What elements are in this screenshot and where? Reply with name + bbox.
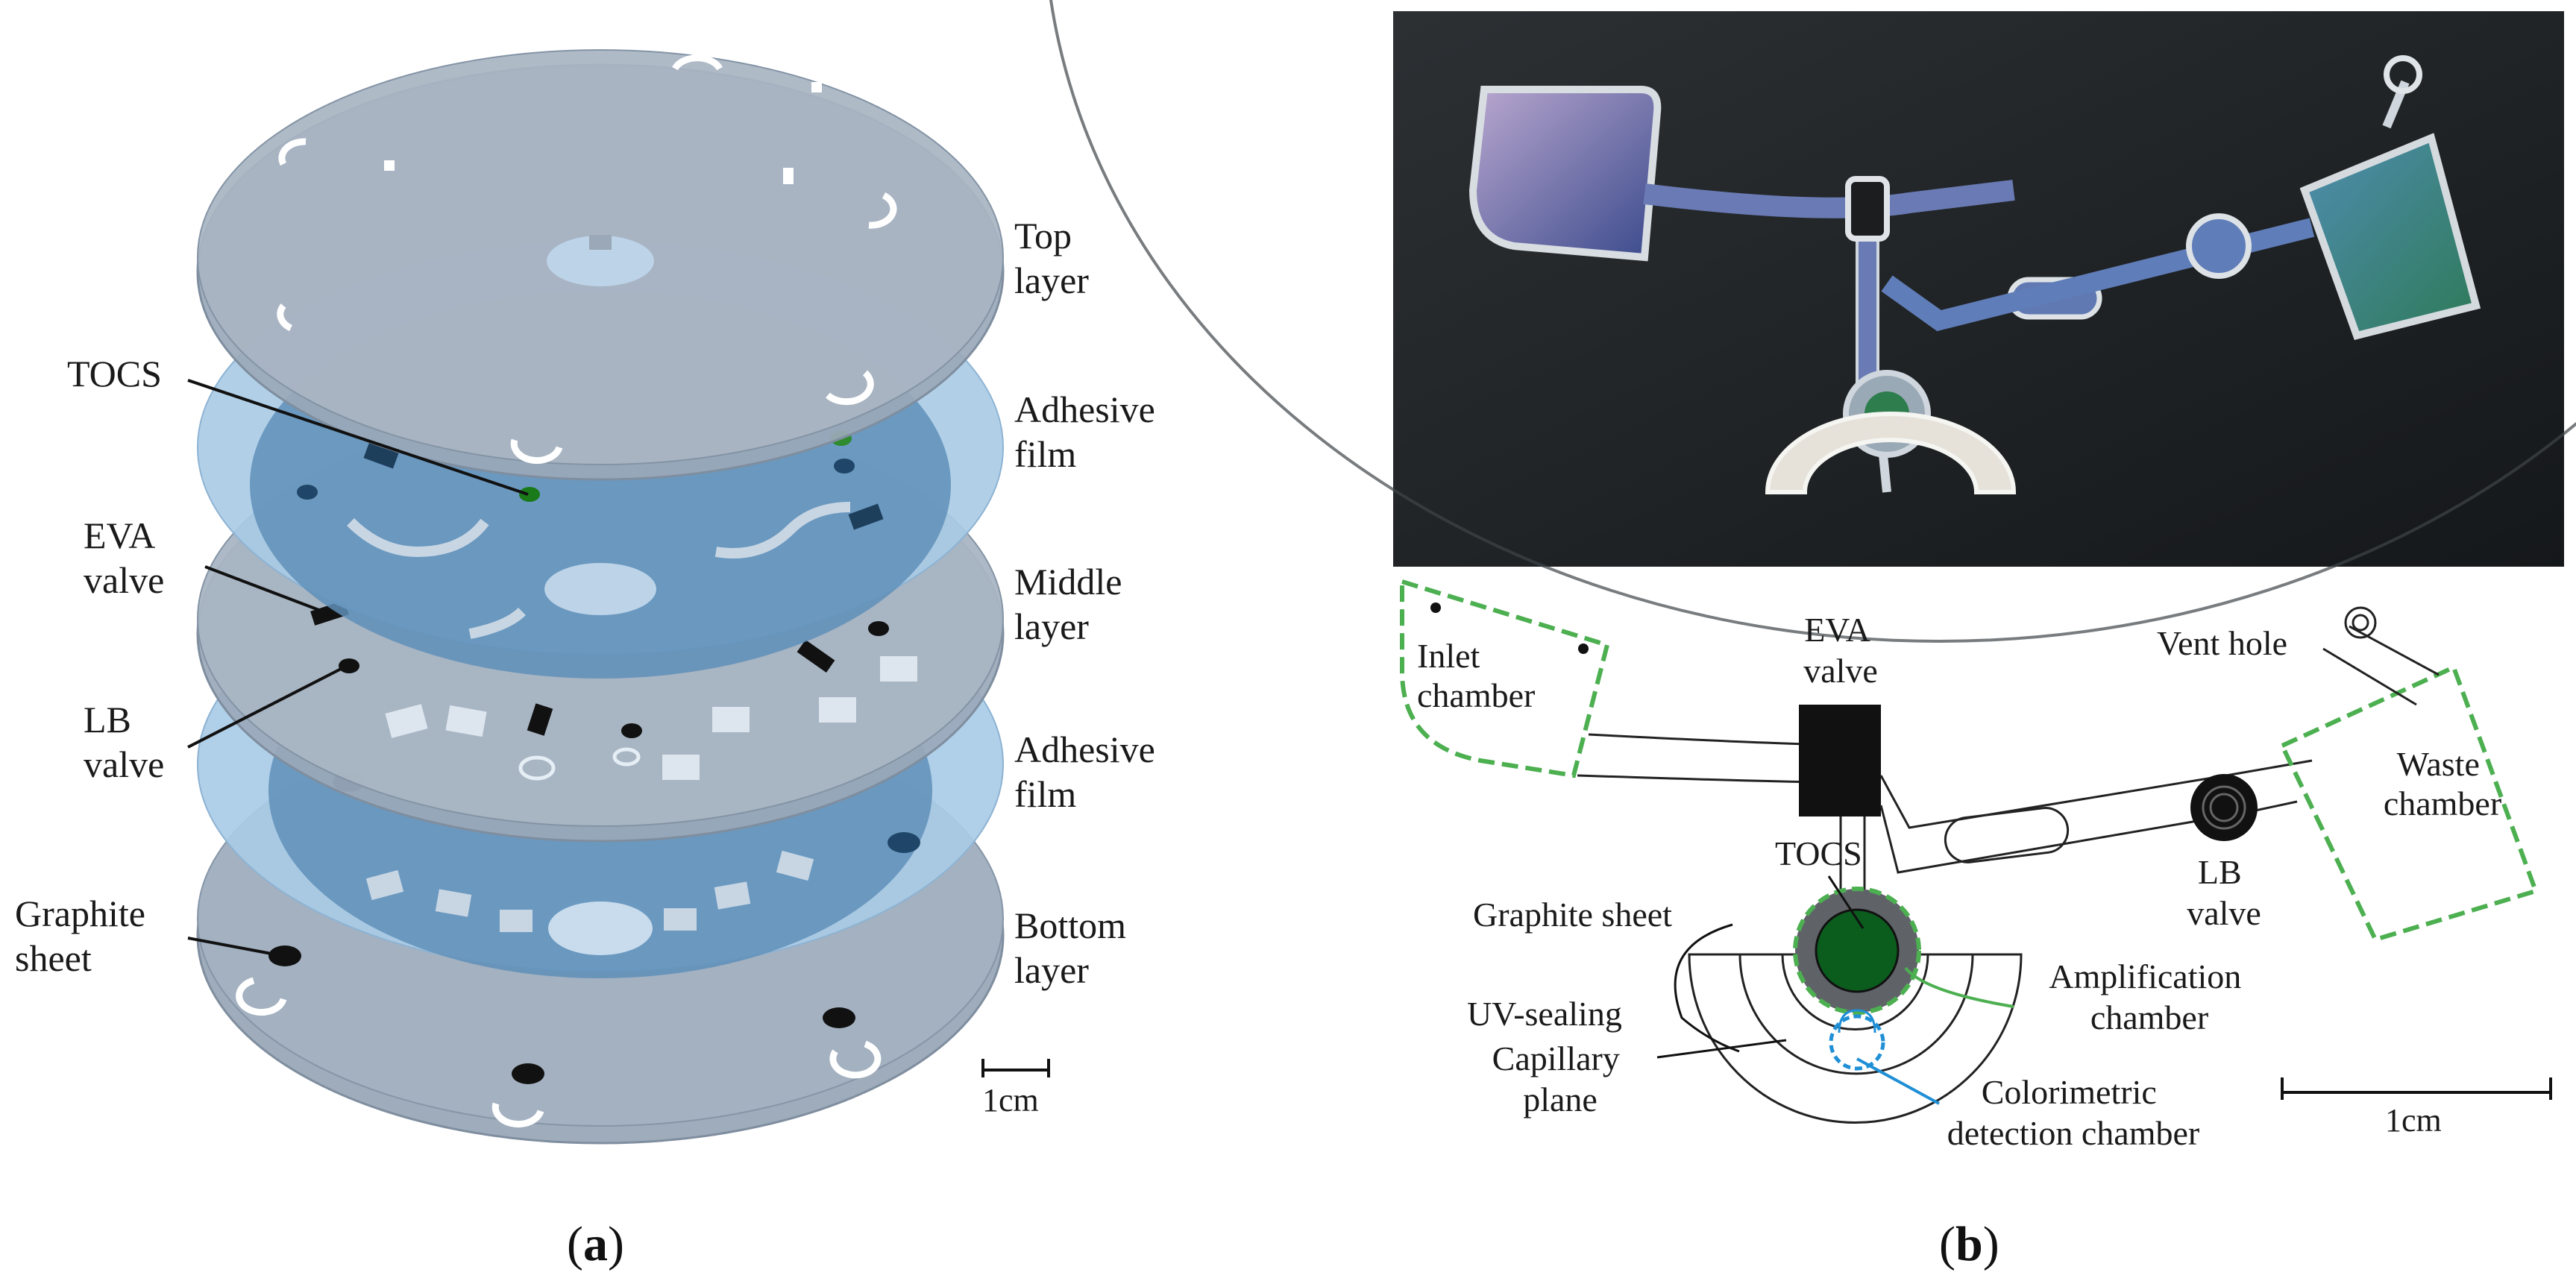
middle-layer-label: Middle layer: [1014, 561, 1131, 647]
top-layer-label: Top layer: [1014, 215, 1089, 301]
capillary-plane-label: Capillary plane: [1492, 1039, 1629, 1118]
amplification-chamber-label: Amplification chamber: [2049, 957, 2250, 1036]
inlet-chamber-outline: [1400, 578, 1610, 778]
panel-a-exploded-view: Top layer Adhesive film Middle layer Adh…: [15, 49, 1164, 1271]
panel-b-scale-label: 1cm: [2385, 1102, 2442, 1139]
graphite-sheet-label: Graphite sheet: [1473, 896, 1672, 934]
graphite-sheet-label: Graphite sheet: [15, 893, 154, 979]
panel-a-scale-label: 1cm: [982, 1082, 1039, 1118]
panel-b-caption: (b): [1939, 1217, 1999, 1271]
lb-valve-dot: [339, 658, 359, 673]
waste-chamber-label: Waste chamber: [2384, 745, 2501, 822]
eva-valve-block: [1799, 705, 1881, 816]
tocs-dot: [519, 487, 540, 502]
panel-b-labels: Inlet chamber EVA valve Vent hole Waste …: [1417, 611, 2501, 1271]
eva-valve-label: EVA valve: [84, 515, 164, 601]
colorimetric-detection-chamber-label: Colorimetric detection chamber: [1947, 1073, 2199, 1152]
bottom-layer-label: Bottom layer: [1014, 904, 1136, 991]
tocs-label: TOCS: [67, 353, 162, 394]
graphite-sheet-dot: [268, 945, 301, 966]
lower-adhesive-film-label: Adhesive film: [1014, 729, 1164, 815]
eva-valve-label: EVA valve: [1803, 611, 1878, 690]
vent-hole-label: Vent hole: [2157, 624, 2287, 662]
lb-valve-dot: [2190, 774, 2258, 841]
tocs-disc: [1815, 908, 1900, 993]
panel-a-leader-lines: [187, 379, 529, 957]
lb-valve-label: LB valve: [2187, 853, 2261, 932]
colorimetric-detection-chamber: [1829, 1014, 1885, 1071]
top-layer-disc: [196, 49, 1005, 502]
uv-sealing-label: UV-sealing: [1467, 995, 1622, 1033]
inlet-chamber-label: Inlet chamber: [1417, 637, 1535, 714]
panel-b-schematic: [1400, 578, 2552, 1124]
panel-a-scale-bar: [981, 1059, 1050, 1077]
tocs-label: TOCS: [1775, 834, 1862, 872]
upper-adhesive-film-label: Adhesive film: [1014, 388, 1164, 475]
panel-a-caption: (a): [567, 1217, 624, 1271]
panel-b-photo: [1049, 0, 2576, 643]
lb-valve-label: LB valve: [84, 699, 164, 785]
